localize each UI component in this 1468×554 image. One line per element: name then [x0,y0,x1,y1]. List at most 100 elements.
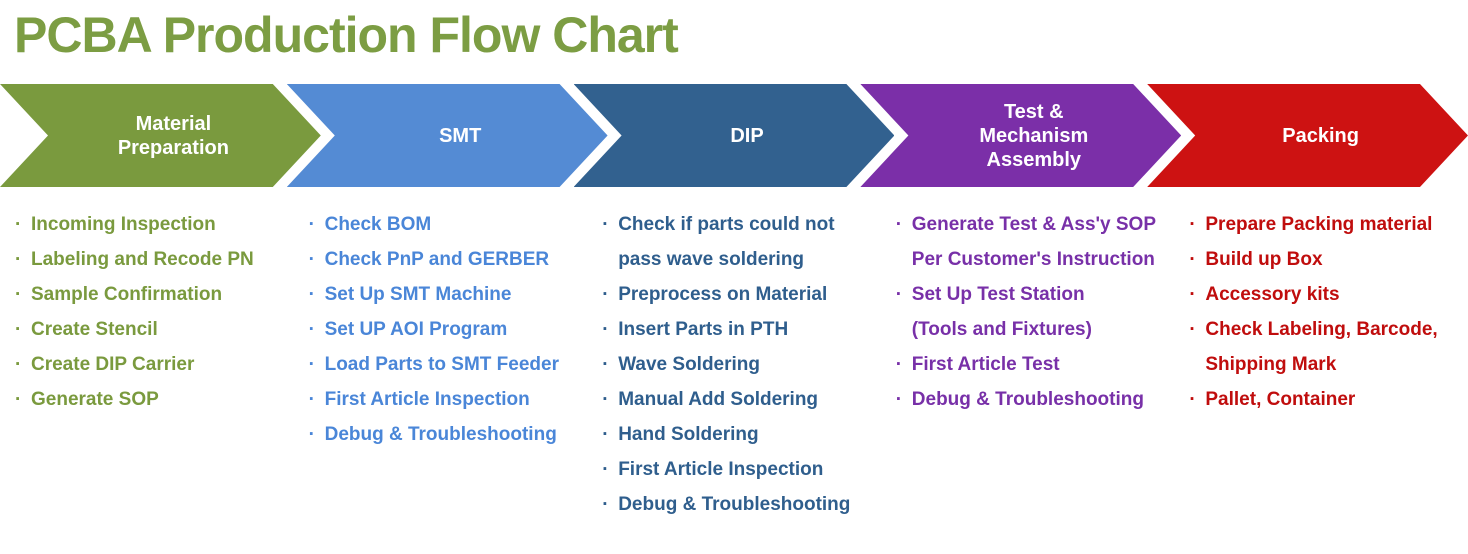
list-item-line: pass wave soldering [618,249,805,270]
list-item: · Build up Box [1184,242,1464,277]
bullet-icon: · [1189,319,1196,340]
list-item-line: (Tools and Fixtures) [911,319,1092,340]
list-item: · Wave Soldering [597,347,877,382]
list-item: · Insert Parts in PTH [597,312,877,347]
list-item-line: Create DIP Carrier [31,354,195,375]
stage-arrow-label: Packing [1256,124,1359,148]
list-item: · Load Parts to SMT Feeder [304,347,584,382]
list-item-line: Set Up SMT Machine [324,284,512,305]
list-item: ·Prepare Packing material [1184,207,1464,242]
stage-arrow-label-line: SMT [439,124,482,147]
stage-arrow-label-line: Preparation [117,136,229,159]
list-item: · Generate Test & Ass'y SOP Per Customer's… [891,207,1171,277]
list-item: · Pallet, Container [1184,382,1464,417]
list-item-line: Build up Box [1205,249,1323,270]
list-item: · Set Up SMT Machine [304,277,584,312]
list-item: ·Generate SOP [10,382,290,417]
bullet-icon: · [15,214,22,235]
bullet-icon: · [602,214,609,235]
list-item-line: Insert Parts in PTH [618,319,789,340]
list-item: · Hand Soldering [597,417,877,452]
bullet-icon: · [15,249,22,270]
stage-arrow-label-line: Test & [1003,100,1064,123]
bullet-icon: · [602,319,609,340]
list-item: ·Debug & Troubleshooting [304,417,584,452]
list-item: · Preprocess on Material [597,277,877,312]
stage-column-4: · Generate Test & Ass'y SOP Per Customer's… [881,207,1175,522]
list-item-line: Preprocess on Material [618,284,828,305]
bullet-icon: · [602,459,609,480]
list-item-line: Prepare Packing material [1205,214,1433,235]
list-item: · Sample Confirmation [10,277,290,312]
list-item: · Create Stencil [10,312,290,347]
stage-columns: · Incoming Inspection ·Labeling and Recode… [0,207,1468,522]
list-item: ·First Article Inspection [304,382,584,417]
bullet-icon: · [308,214,315,235]
list-item-line: Check BOM [324,214,432,235]
list-item: · Debug & Troubleshooting [597,487,877,522]
list-item: · Incoming Inspection [10,207,290,242]
list-item-line: Load Parts to SMT Feeder [324,354,559,375]
bullet-icon: · [308,424,315,445]
bullet-icon: · [1189,389,1196,410]
stage-arrow-label: SMT [413,124,481,148]
list-item-line: Per Customer's Instruction [911,249,1155,270]
list-item: ·Labeling and Recode PN [10,242,290,277]
bullet-icon: · [1189,249,1196,270]
list-item-line: Hand Soldering [618,424,759,445]
page-title: PCBA Production Flow Chart [14,7,679,63]
bullet-icon: · [895,389,903,410]
bullet-icon: · [308,284,315,305]
bullet-icon: · [895,214,903,235]
stage-arrow-label-line: Material [135,112,212,135]
stage-column-3: · Check if parts could not pass wave solde… [587,207,881,522]
list-item-line: Check if parts could not [618,214,835,235]
stage-arrow-3: DIP [574,84,895,187]
list-item-line: First Article Inspection [618,459,824,480]
bullet-icon: · [308,354,315,375]
bullet-icon: · [15,284,22,305]
list-item-line: Create Stencil [31,319,158,340]
stage-arrow-5: Packing [1147,84,1468,187]
list-item: · Manual Add Soldering [597,382,877,417]
list-item: · First Article Inspection [597,452,877,487]
stage-arrow-2: SMT [287,84,608,187]
list-item-line: Generate SOP [31,389,159,410]
bullet-icon: · [602,354,609,375]
list-item-line: Generate Test & Ass'y SOP [911,214,1157,235]
list-item: ·Check Labeling, Barcode,Shipping Mark [1184,312,1464,382]
list-item-line: Accessory kits [1205,284,1340,305]
stage-column-1: · Incoming Inspection ·Labeling and Recode… [0,207,294,522]
bullet-icon: · [602,424,609,445]
bullet-icon: · [308,319,315,340]
bullet-icon: · [15,319,22,340]
list-item-line: First Article Inspection [324,389,530,410]
stage-arrow-label-line: DIP [730,124,764,147]
list-item-line: Debug & Troubleshooting [618,494,851,515]
list-item-line: Sample Confirmation [31,284,223,305]
list-item-line: Incoming Inspection [31,214,216,235]
list-item: ·Set UP AOI Program [304,312,584,347]
list-item-line: Manual Add Soldering [618,389,819,410]
bullet-icon: · [308,249,315,270]
bullet-icon: · [895,354,903,375]
bullet-icon: · [602,284,609,305]
list-item: ·Set Up Test Station(Tools and Fixtures) [891,277,1171,347]
list-item-line: Check Labeling, Barcode, [1205,319,1438,340]
bullet-icon: · [895,284,903,305]
bullet-icon: · [1189,284,1196,305]
list-item-line: Wave Soldering [618,354,761,375]
list-item-line: Debug & Troubleshooting [911,389,1144,410]
bullet-icon: · [602,389,609,410]
stage-arrow-label-line: Assembly [986,148,1082,171]
list-item: · Check if parts could not pass wave solde… [597,207,877,277]
list-item-line: First Article Test [911,354,1060,375]
bullet-icon: · [602,494,609,515]
stage-arrow-label-line: Packing [1282,124,1359,147]
list-item-line: Pallet, Container [1205,389,1356,410]
